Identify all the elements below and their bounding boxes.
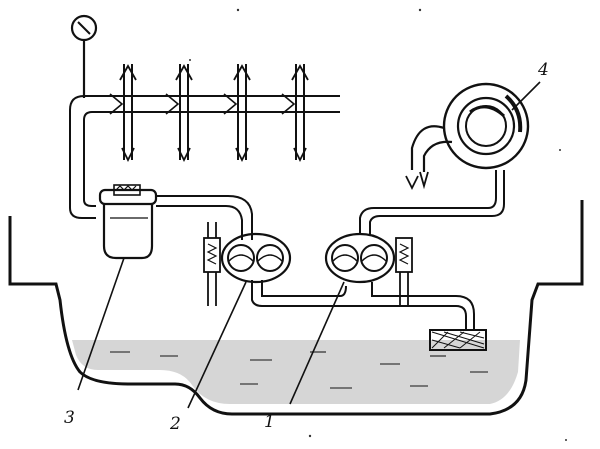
pipe-filter-to-pump2 xyxy=(156,195,253,240)
callout-2: 2 xyxy=(170,414,181,434)
flow-arrows-up xyxy=(119,64,309,81)
callout-3: 3 xyxy=(64,408,75,428)
turbocharger xyxy=(405,82,530,191)
flow-arrows-down xyxy=(121,147,307,163)
suction-lines xyxy=(251,280,475,330)
pressure-gauge xyxy=(70,14,98,98)
leader-lines xyxy=(77,81,541,409)
relief-valve-left xyxy=(203,222,221,306)
main-oil-gallery xyxy=(69,95,340,219)
callout-4: 4 xyxy=(538,60,549,80)
scan-specks xyxy=(189,8,567,441)
oil-strainer xyxy=(429,329,487,351)
oil-filter xyxy=(98,184,158,260)
callout-1: 1 xyxy=(264,412,275,432)
relief-valve-right xyxy=(395,237,413,306)
oil-level xyxy=(72,340,520,404)
oil-pump-left xyxy=(220,232,292,284)
crankcase-outline xyxy=(8,200,584,416)
bearing-branches xyxy=(123,64,305,160)
gallery-side-arrows xyxy=(109,93,296,115)
oil-pump-right xyxy=(324,232,396,284)
pipe-pump1-to-turbo xyxy=(359,170,505,236)
